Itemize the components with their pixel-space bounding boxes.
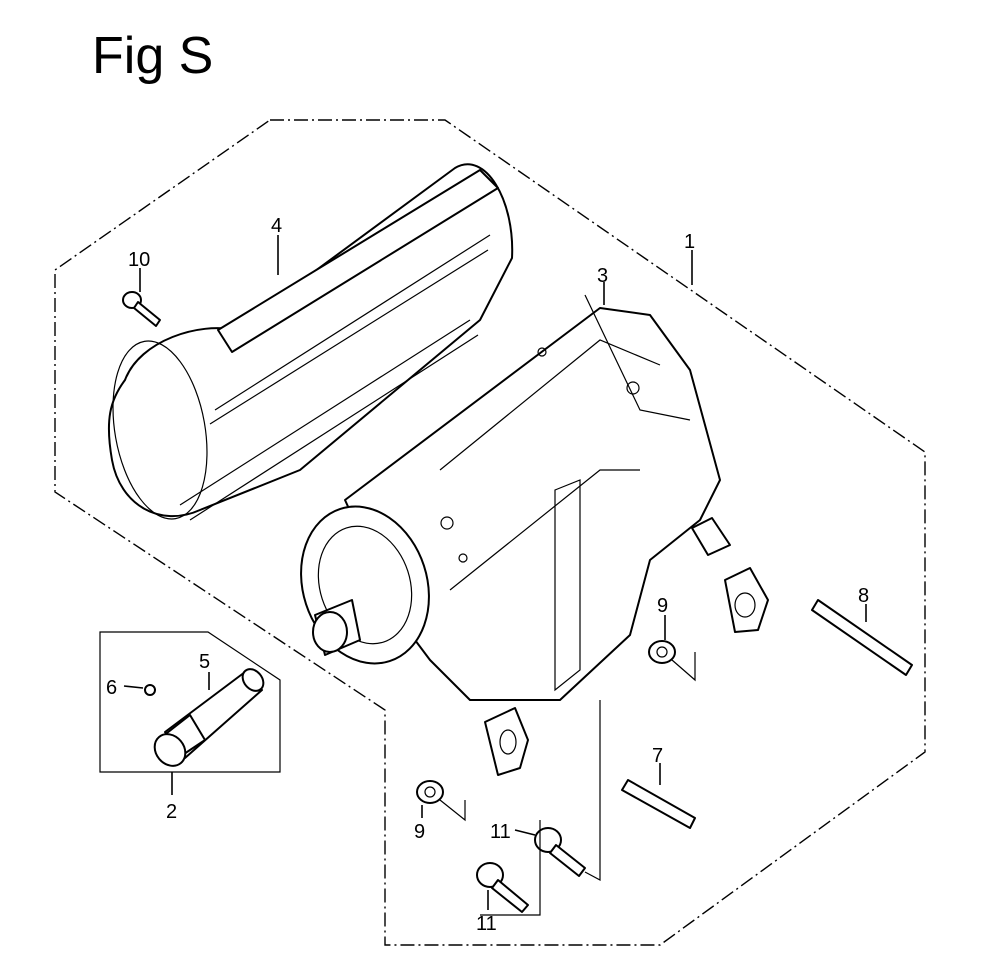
assembly-boundary	[54, 119, 926, 946]
callout-11-upper: 11	[490, 821, 511, 843]
callout-6: 6	[106, 677, 117, 699]
callout-10: 10	[128, 249, 150, 271]
callout-2: 2	[166, 801, 177, 823]
spark-arrestor-part	[144, 668, 265, 767]
stud-8-part	[811, 599, 913, 676]
screw-10-part	[122, 291, 161, 327]
nut-9-upper-part	[648, 640, 676, 664]
nut-9-lower-part	[416, 780, 444, 804]
leader-lines	[123, 235, 867, 916]
callout-8: 8	[858, 585, 869, 607]
muffler-body-part	[300, 294, 769, 776]
heat-shield-part	[107, 163, 514, 521]
callout-11-lower: 11	[476, 913, 497, 935]
callout-7: 7	[652, 745, 663, 767]
callout-4: 4	[271, 215, 282, 237]
figure-title: Fig S	[92, 27, 214, 85]
subkit-boundary	[99, 631, 281, 773]
callout-9-upper: 9	[657, 595, 668, 617]
stud-7-part	[621, 779, 696, 829]
bolt-11-lower-part	[476, 862, 529, 913]
bolt-11-upper-part	[534, 827, 586, 877]
callout-9-lower: 9	[414, 821, 425, 843]
callout-1: 1	[684, 231, 695, 253]
callout-5: 5	[199, 651, 210, 673]
callout-3: 3	[597, 265, 608, 287]
